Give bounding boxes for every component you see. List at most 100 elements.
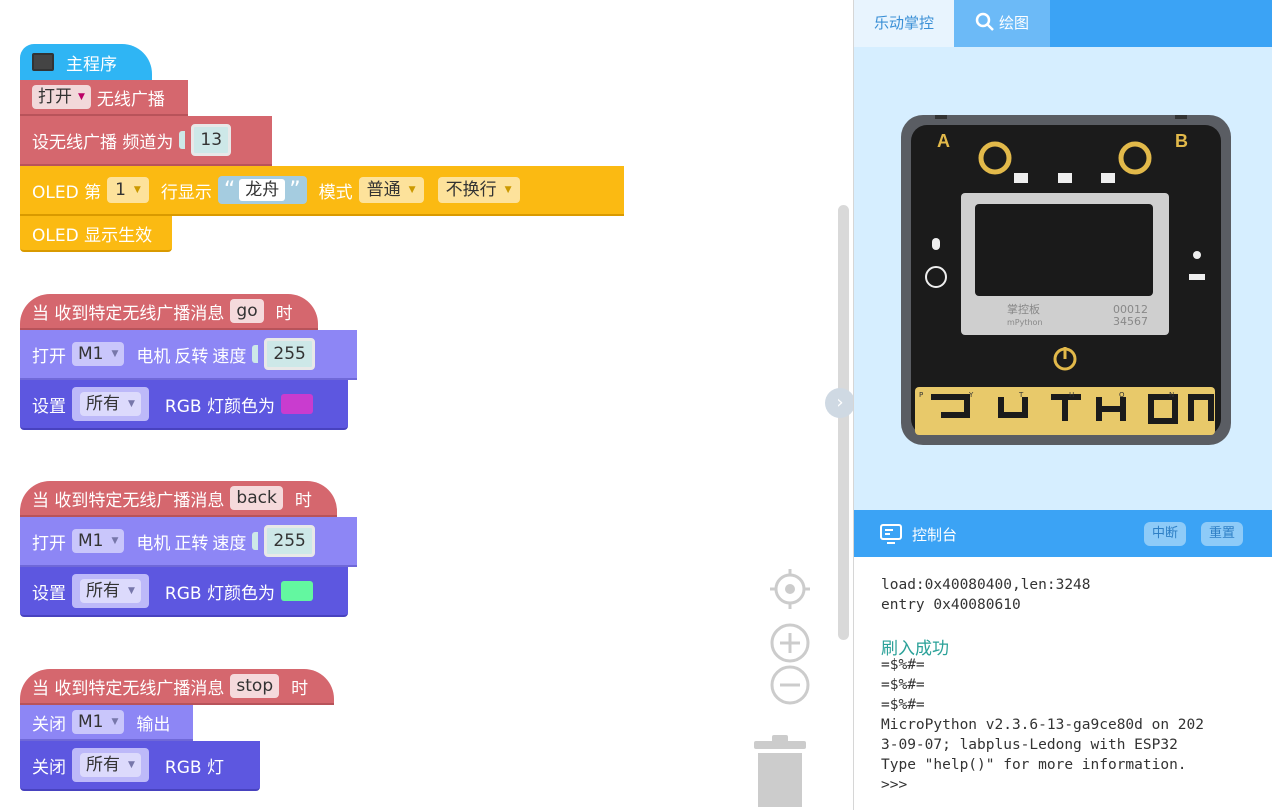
console-line: =$%#=: [881, 697, 925, 713]
rgb-which-dropdown[interactable]: 所有 ▼: [80, 579, 141, 603]
main-program-label: 主程序: [66, 54, 117, 75]
rgb-set-label: 设置: [32, 583, 66, 604]
console-line-success: 刷入成功: [881, 639, 949, 659]
rgb-which-dropdown[interactable]: 所有 ▼: [80, 392, 141, 416]
oled-wrap-value: 不换行: [445, 180, 497, 200]
motor-speed-input[interactable]: 255: [264, 338, 315, 370]
motor-port-dropdown[interactable]: M1 ▼: [72, 342, 125, 366]
motor-port-dropdown[interactable]: M1▼: [72, 529, 125, 553]
pin-label: H: [1069, 391, 1074, 399]
dropdown-arrow-icon: ▼: [111, 717, 119, 727]
block-workspace[interactable]: 主程序 打开▼ 无线广播 设无线广播 频道为 13 OLED 第 1▼ 行显示 …: [0, 0, 853, 810]
pin-label: N: [1169, 391, 1174, 399]
oled-mode-dropdown[interactable]: 普通 ▼: [358, 177, 424, 203]
motor-block[interactable]: 打开 M1▼ 电机 正转 速度 255: [20, 517, 357, 567]
radio-label: 无线广播: [96, 89, 165, 110]
button-a-label: A: [937, 131, 950, 151]
radio-channel-block[interactable]: 设无线广播 频道为 13: [20, 116, 272, 166]
motor-speed-input[interactable]: 255: [264, 525, 315, 557]
oled-wrap-dropdown[interactable]: 不换行 ▼: [437, 177, 520, 203]
main-program-hat[interactable]: 主程序: [20, 44, 152, 80]
handler-suffix: 时: [294, 490, 312, 511]
rgb-which-value: 所有: [86, 755, 120, 775]
oled-mode-value: 普通: [366, 180, 401, 200]
radio-toggle-dropdown[interactable]: 打开 ▼: [32, 85, 91, 109]
oled-prefix: OLED 第: [32, 182, 102, 203]
dropdown-arrow-icon: ▼: [408, 185, 416, 195]
radio-message-hat[interactable]: 当 收到特定无线广播消息 back 时: [20, 481, 337, 517]
motor-speed-label: 速度: [212, 533, 247, 554]
board-brand-sub: mPython: [1007, 318, 1043, 327]
oled-apply-label: OLED 显示生效: [32, 225, 153, 246]
tab-handpy[interactable]: 乐动掌控: [854, 0, 954, 47]
radio-message-hat[interactable]: 当 收到特定无线广播消息 go 时: [20, 294, 318, 330]
reset-button[interactable]: 重置: [1201, 522, 1244, 546]
rgb-color-label: RGB 灯颜色为: [164, 583, 275, 604]
console-line: MicroPython v2.3.6-13-ga9ce80d on 202: [881, 717, 1205, 733]
input-plug: [252, 532, 259, 550]
handler-prefix: 当 收到特定无线广播消息: [32, 678, 225, 699]
console-line: 3-09-07; labplus-Ledong with ESP32: [881, 737, 1178, 753]
rgb-color-block[interactable]: 设置 所有 ▼ RGB 灯颜色为: [20, 567, 348, 617]
radio-toggle-value: 打开: [38, 87, 72, 107]
console-title: 控制台: [912, 526, 958, 544]
rgb-which-dropdown[interactable]: 所有▼: [80, 753, 141, 777]
message-input[interactable]: back: [230, 486, 283, 510]
input-plug: [179, 131, 186, 149]
console-line: =$%#=: [881, 657, 925, 673]
motor-block[interactable]: 打开 M1▼ 电机 反转 速度 255: [20, 330, 357, 380]
motor-port-value: M1: [78, 712, 104, 732]
search-icon: [975, 12, 994, 31]
pin-label: P: [919, 391, 923, 399]
handpy-board[interactable]: A B 掌控板 mPython 00012 34567 P Y T H O N: [901, 115, 1231, 447]
console-prompt: >>>: [881, 777, 908, 793]
workspace-scrollbar[interactable]: [838, 205, 849, 640]
radio-message-hat[interactable]: 当 收到特定无线广播消息 stop 时: [20, 669, 334, 705]
rgb-off-action: 关闭: [32, 757, 66, 778]
trash-icon[interactable]: [752, 735, 808, 807]
console-output[interactable]: load:0x40080400,len:3248 entry 0x4008061…: [854, 557, 1272, 810]
dropdown-arrow-icon: ▼: [78, 92, 85, 102]
oled-show-block[interactable]: OLED 第 1▼ 行显示 “ 龙舟 ” 模式 普通▼ 不换行▼: [20, 166, 624, 216]
rgb-color-swatch[interactable]: [280, 581, 313, 601]
rgb-color-swatch[interactable]: [280, 394, 313, 414]
console-icon: [880, 524, 902, 544]
rgb-which-socket[interactable]: 所有 ▼: [72, 574, 149, 608]
dropdown-arrow-icon: ▼: [111, 349, 119, 359]
motor-action: 打开: [32, 346, 66, 367]
oled-text-input[interactable]: “ 龙舟 ”: [217, 176, 307, 204]
oled-apply-block[interactable]: OLED 显示生效: [20, 216, 172, 252]
interrupt-button[interactable]: 中断: [1144, 522, 1187, 546]
board-serial-2: 34567: [1113, 315, 1148, 328]
oled-line-dropdown[interactable]: 1▼: [107, 177, 149, 203]
rgb-color-block[interactable]: 设置 所有▼ RGB 灯颜色为: [20, 380, 348, 430]
rgb-off-label: RGB 灯: [164, 757, 224, 778]
tab-draw[interactable]: 绘图: [954, 0, 1050, 47]
handler-suffix: 时: [291, 678, 309, 699]
motor-port-value: M1: [78, 344, 104, 364]
dropdown-arrow-icon: ▼: [128, 586, 135, 596]
rgb-which-socket[interactable]: 所有▼: [72, 748, 149, 782]
oled-text-value: 龙舟: [239, 179, 286, 201]
dropdown-arrow-icon: ▼: [128, 399, 135, 409]
message-input[interactable]: go: [230, 299, 264, 323]
zoom-out-icon[interactable]: [770, 665, 810, 705]
channel-input[interactable]: 13: [191, 124, 232, 156]
tab-draw-label: 绘图: [998, 14, 1029, 32]
zoom-in-icon[interactable]: [770, 623, 810, 663]
motor-label: 电机: [136, 346, 171, 367]
collapse-panel-button[interactable]: ›: [825, 388, 853, 418]
motor-port-dropdown[interactable]: M1 ▼: [72, 710, 125, 734]
rgb-which-value: 所有: [86, 581, 120, 601]
rgb-off-block[interactable]: 关闭 所有▼ RGB 灯: [20, 741, 260, 791]
message-input[interactable]: stop: [230, 674, 280, 698]
button-b-label: B: [1175, 131, 1188, 151]
rgb-which-value: 所有: [86, 394, 120, 414]
console-line: Type "help()" for more information.: [881, 757, 1187, 773]
radio-toggle-block[interactable]: 打开 ▼ 无线广播: [20, 80, 188, 116]
dropdown-arrow-icon: ▼: [504, 185, 512, 195]
motor-direction: 反转: [174, 346, 209, 367]
recenter-icon[interactable]: [769, 568, 811, 610]
rgb-which-socket[interactable]: 所有 ▼: [72, 387, 149, 421]
motor-off-block[interactable]: 关闭 M1▼ 输出: [20, 705, 193, 741]
